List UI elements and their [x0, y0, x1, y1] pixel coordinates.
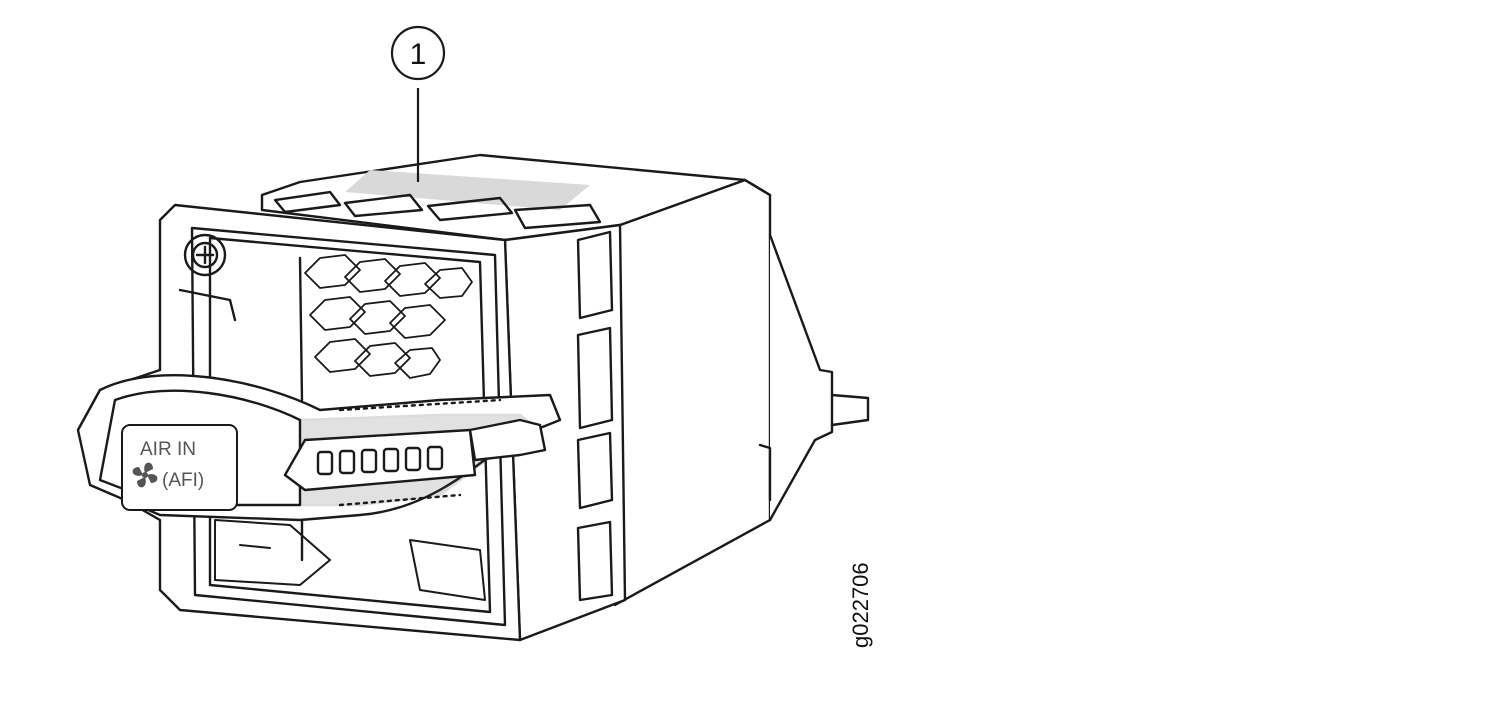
figure-id: g022706 — [848, 562, 873, 648]
bottom-opening — [214, 519, 486, 601]
honeycomb-grille — [304, 254, 473, 379]
air-label-plate — [121, 424, 238, 511]
callout-1: 1 — [390, 25, 446, 182]
top-housing — [260, 153, 747, 242]
callout-number: 1 — [410, 38, 427, 71]
rear-housing — [613, 178, 870, 607]
afi-text: (AFI) — [162, 470, 204, 491]
air-in-text: AIR IN — [140, 439, 196, 460]
fan-icon — [132, 462, 158, 488]
screw — [183, 233, 227, 277]
